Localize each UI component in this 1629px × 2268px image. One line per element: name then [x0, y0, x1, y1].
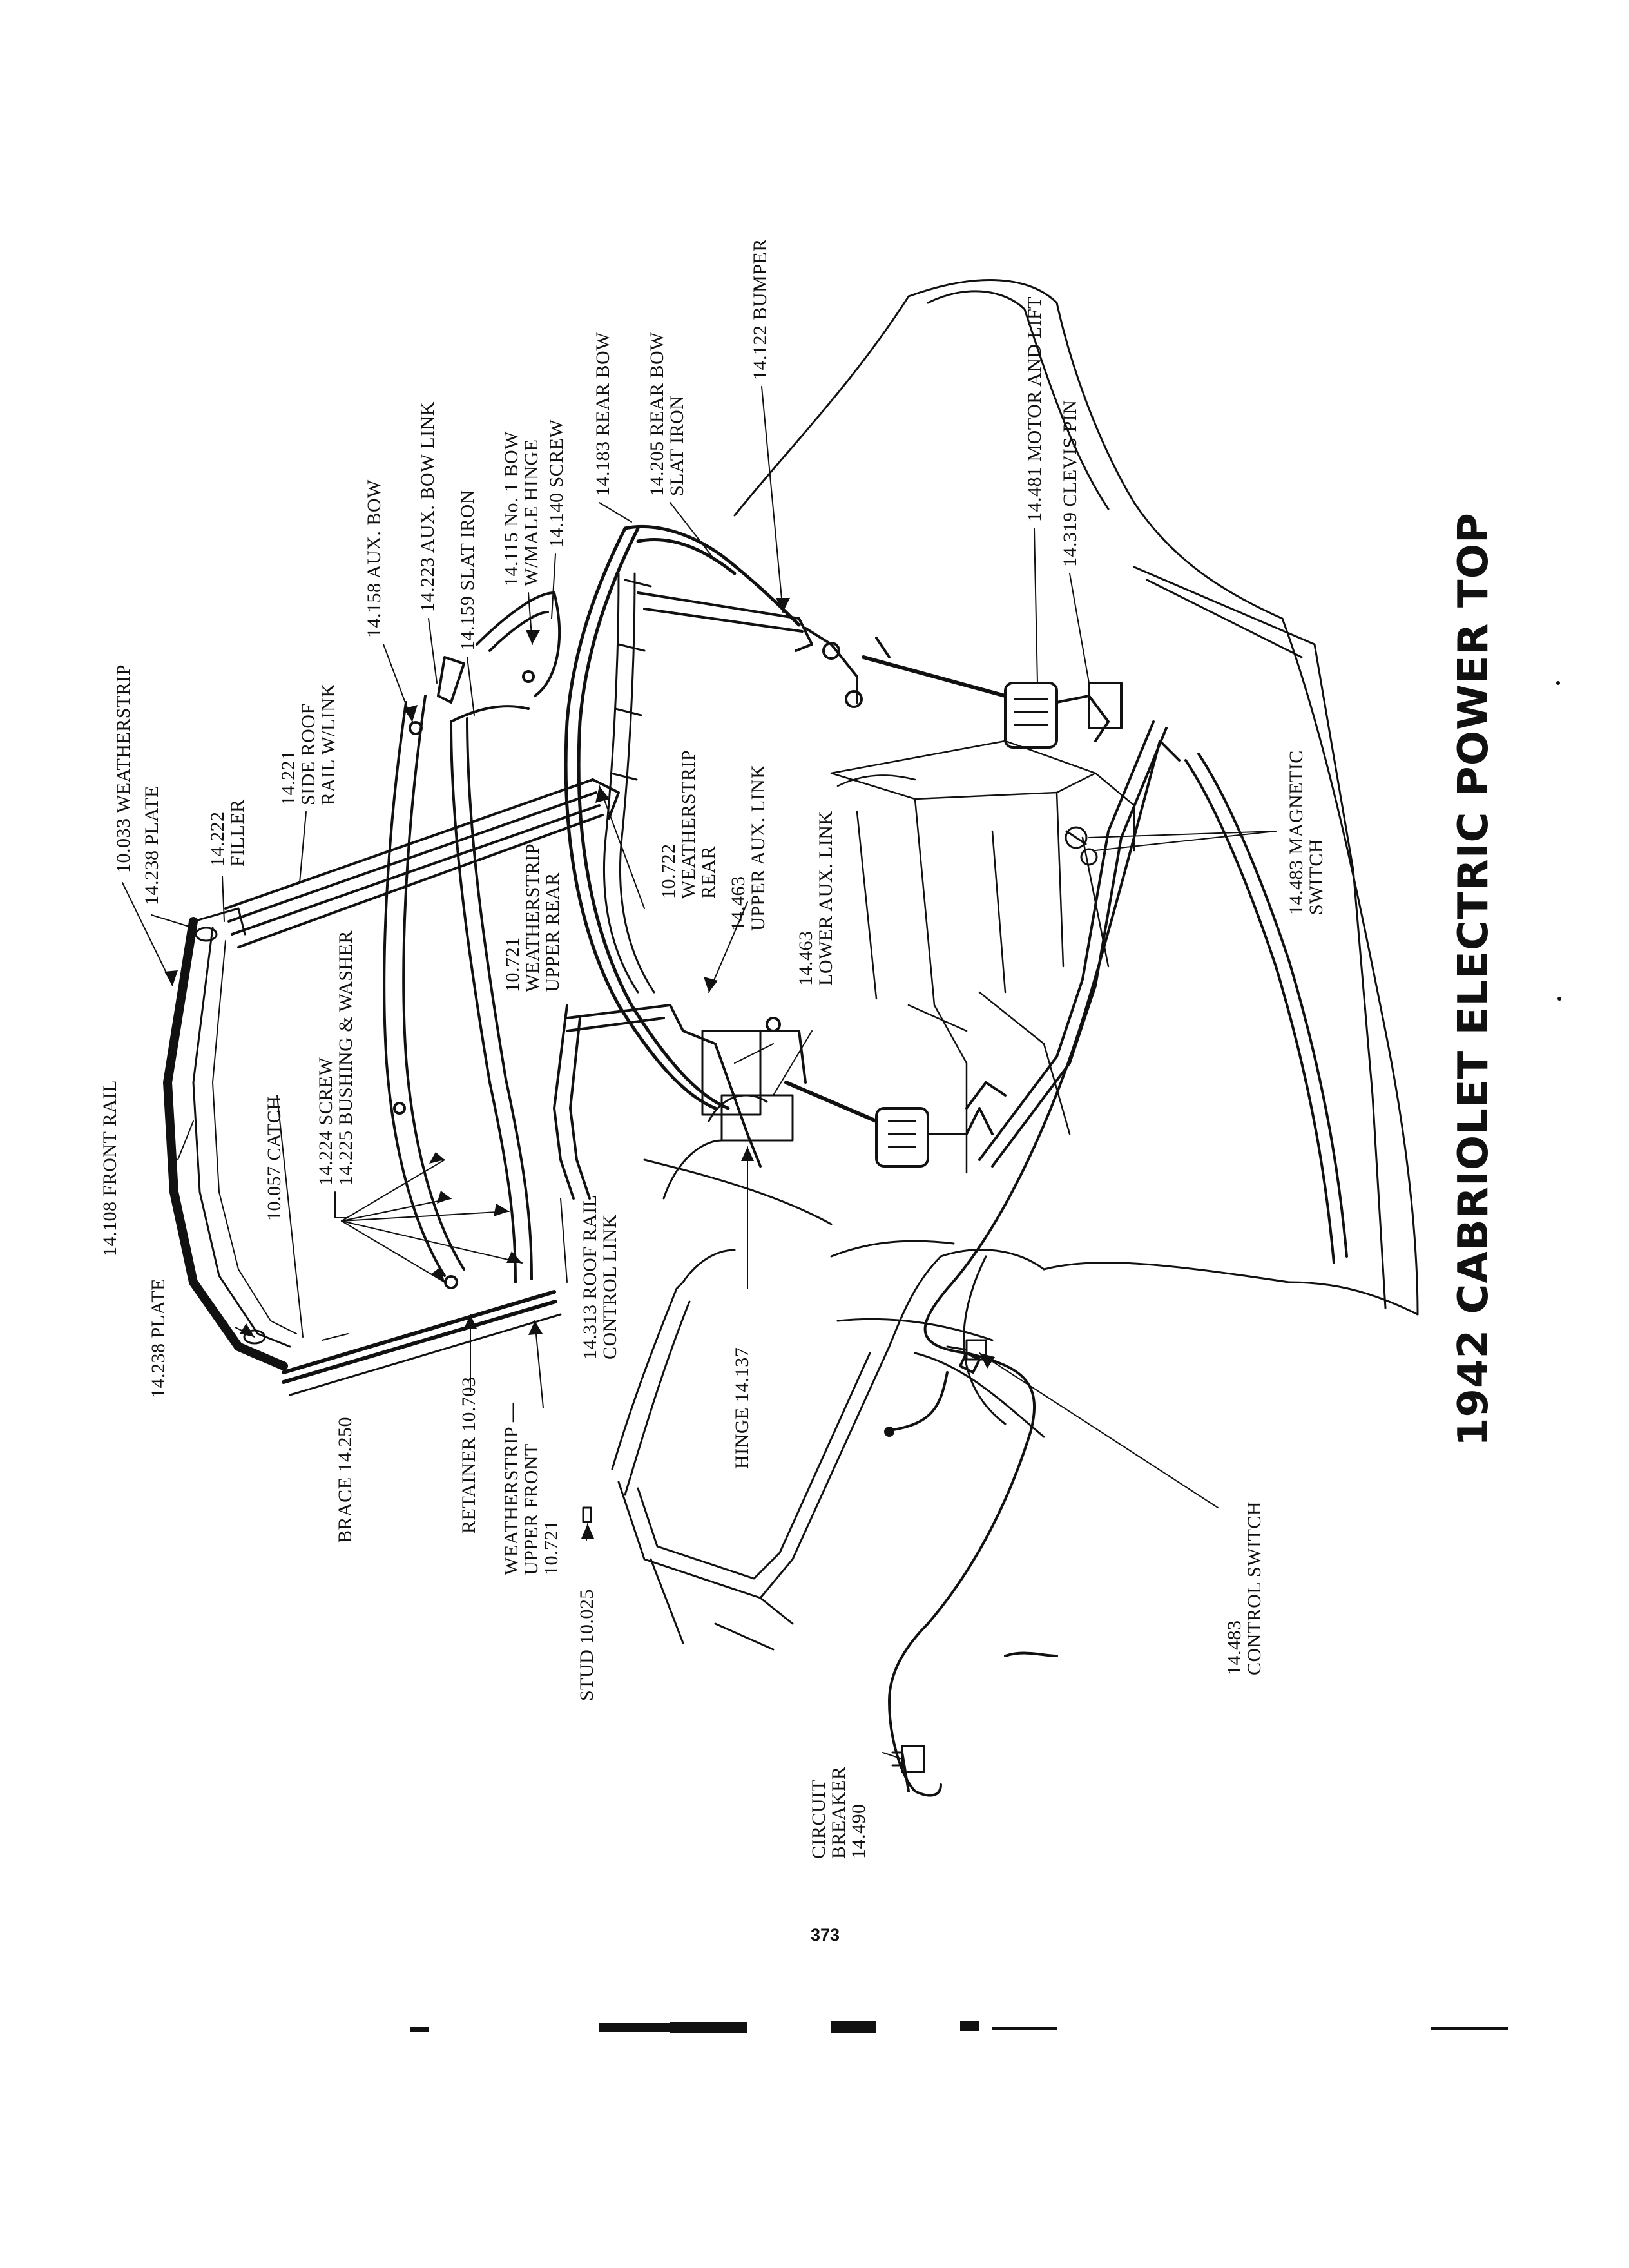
- label-magnetic-switch-14483: 14.483 MAGNETIC SWITCH: [1286, 750, 1327, 915]
- side-roof-rail: [224, 778, 620, 948]
- leader-lines: [122, 386, 1277, 1760]
- label-slat-iron-14159: 14.159 SLAT IRON: [457, 490, 478, 651]
- label-brace-14250: BRACE 14.250: [334, 1416, 356, 1543]
- label-retainer-10703: RETAINER 10.703: [458, 1376, 479, 1533]
- label-plate-14238-bottom: 14.238 PLATE: [148, 1278, 169, 1398]
- label-clevis-pin-14319: 14.319 CLEVIS PIN: [1059, 399, 1081, 567]
- wiring: [884, 740, 1181, 1797]
- label-screw-bushing-14224: 14.224 SCREW 14.225 BUSHING & WASHER: [315, 930, 356, 1186]
- side-panel-rails: [978, 720, 1348, 1264]
- label-side-roof-rail-14221: 14.221 SIDE ROOF RAIL W/LINK: [278, 683, 339, 805]
- label-stud-10025: STUD 10.025: [576, 1589, 597, 1701]
- front-rail: [163, 907, 297, 1370]
- page-number: 373: [811, 1925, 840, 1945]
- lower-motor-and-lift: [784, 1081, 1007, 1168]
- label-lower-aux-link-14463: 14.463 LOWER AUX. LINK: [795, 811, 836, 986]
- no-1-bow: [450, 591, 561, 1283]
- label-weatherstrip-10033: 10.033 WEATHERSTRIP: [113, 664, 134, 873]
- arrowheads: [164, 598, 995, 1539]
- label-upper-aux-link-14463: 14.463 UPPER AUX. LINK: [728, 764, 769, 931]
- stud: [582, 1506, 592, 1523]
- label-filler-14222: 14.222 FILLER: [207, 799, 248, 867]
- label-bumper-14122: 14.122 BUMPER: [749, 238, 771, 380]
- magnetic-switch: [1065, 826, 1098, 866]
- control-switch: [946, 1339, 987, 1361]
- label-catch-10057: 10.057 CATCH: [264, 1095, 285, 1221]
- door-window-frames: [611, 1094, 1045, 1651]
- scan-artifacts: [410, 681, 1561, 2033]
- diagram-title: 1942 CABRIOLET ELECTRIC POWER TOP: [1450, 512, 1498, 1446]
- aux-bow: [383, 656, 465, 1289]
- weatherstrip-upper-rear: [602, 572, 655, 994]
- label-roof-rail-control-link-14313: 14.313 ROOF RAIL CONTROL LINK: [579, 1195, 621, 1360]
- label-circuit-breaker-14490: CIRCUIT BREAKER 14.490: [808, 1766, 869, 1859]
- label-motor-lift-14481: 14.481 MOTOR AND LIFT: [1024, 296, 1045, 522]
- label-weatherstrip-upper-rear-10721: 10.721 WEATHERSTRIP UPPER REAR: [502, 843, 563, 992]
- label-aux-bow-link-14223: 14.223 AUX. BOW LINK: [417, 401, 438, 612]
- label-control-switch-14483: 14.483 CONTROL SWITCH: [1224, 1501, 1265, 1675]
- label-rear-bow-14183: 14.183 REAR BOW: [592, 332, 613, 496]
- bottom-roof-rail: [282, 1290, 562, 1396]
- label-weatherstrip-rear-10722: 10.722 WEATHERSTRIP REAR: [658, 750, 719, 899]
- label-hinge-14137: HINGE 14.137: [731, 1347, 753, 1469]
- label-front-rail-14108: 14.108 FRONT RAIL: [99, 1080, 120, 1256]
- label-rear-bow-slat-iron-14205: 14.205 REAR BOW SLAT IRON: [646, 332, 688, 496]
- label-weatherstrip-upper-front: WEATHERSTRIP — UPPER FRONT 10.721: [501, 1402, 562, 1575]
- rear-bow-slat-iron: [637, 591, 863, 708]
- label-no1-bow-14115: 14.115 No. 1 BOW W/MALE HINGE: [501, 430, 542, 586]
- hinge-assembly: [553, 1004, 807, 1200]
- interior-structure: [830, 740, 1135, 1174]
- upper-motor-and-lift: [862, 637, 1123, 749]
- label-plate-14238-top: 14.238 PLATE: [141, 785, 162, 905]
- label-screw-14140: 14.140 SCREW: [546, 419, 567, 548]
- label-aux-bow-14158: 14.158 AUX. BOW: [363, 479, 385, 638]
